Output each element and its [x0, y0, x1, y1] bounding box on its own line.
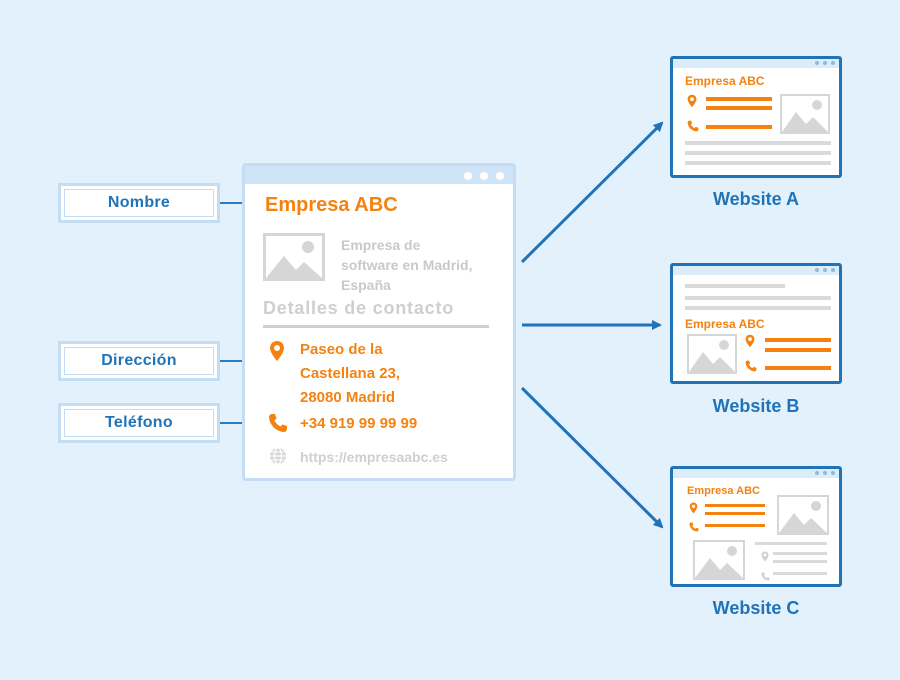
phone-icon [761, 568, 770, 584]
window-dot [815, 61, 819, 65]
label-telefono-text: Teléfono [105, 414, 173, 431]
globe-icon [269, 447, 287, 470]
window-dot [831, 268, 835, 272]
location-pin-icon [687, 94, 697, 113]
phone-icon [745, 359, 757, 377]
website-b-company: Empresa ABC [685, 317, 765, 331]
orange-line [765, 348, 831, 352]
website-c-card: Empresa ABC [670, 466, 842, 587]
window-dot [823, 61, 827, 65]
connector-telefono [220, 422, 250, 424]
website-b-label: Website B [712, 396, 800, 416]
window-dot [823, 471, 827, 475]
connector-nombre [220, 202, 250, 204]
gray-line [685, 296, 831, 300]
image-placeholder-icon [687, 334, 737, 374]
section-divider [263, 325, 489, 328]
gray-line [755, 542, 827, 545]
website-a-company: Empresa ABC [685, 74, 765, 88]
window-dot [480, 172, 488, 180]
location-pin-icon [689, 501, 698, 519]
phone-icon [689, 519, 699, 537]
label-telefono: Teléfono [58, 403, 220, 443]
orange-line [706, 97, 772, 101]
website-c-titlebar [673, 469, 839, 478]
location-pin-icon [761, 549, 769, 567]
gray-line [685, 161, 831, 165]
orange-line [705, 524, 765, 527]
phone-icon [687, 119, 699, 137]
business-listing-card: Empresa ABC Empresa de software en Madri… [242, 163, 516, 481]
window-dot [496, 172, 504, 180]
location-pin-icon [745, 334, 755, 353]
orange-line [765, 366, 831, 370]
phone-icon [268, 413, 288, 438]
address-line-1: Paseo de la [300, 341, 383, 358]
company-description: Empresa de software en Madrid, España [341, 237, 473, 293]
address-text: Paseo de la Castellana 23, 28080 Madrid [300, 338, 400, 410]
image-placeholder-icon [777, 495, 829, 535]
card-titlebar [245, 166, 513, 184]
image-placeholder-icon [693, 540, 745, 580]
gray-line [685, 141, 831, 145]
website-a-label: Website A [712, 189, 800, 209]
label-nombre-text: Nombre [107, 194, 171, 211]
address-line-2: Castellana 23, [300, 365, 401, 382]
label-direccion-text: Dirección [101, 352, 177, 369]
gray-line [685, 151, 831, 155]
gray-line [685, 284, 785, 288]
image-placeholder-icon [780, 94, 830, 134]
window-dot [831, 471, 835, 475]
orange-line [706, 106, 772, 110]
window-dot [815, 268, 819, 272]
website-a-titlebar [673, 59, 839, 68]
company-name: Empresa ABC [265, 194, 398, 216]
website-a-card: Empresa ABC [670, 56, 842, 178]
label-nombre: Nombre [58, 183, 220, 223]
website-url: https://empresaabc.es [300, 449, 448, 465]
orange-line [705, 504, 765, 507]
gray-line [773, 572, 827, 575]
contact-details-heading: Detalles de contacto [263, 298, 455, 318]
arrow-to-website-c [520, 386, 664, 529]
arrow-to-website-a [520, 121, 664, 264]
website-b-card: Empresa ABC [670, 263, 842, 384]
location-pin-icon [269, 340, 285, 367]
label-direccion: Dirección [58, 341, 220, 381]
website-b-titlebar [673, 266, 839, 275]
website-c-company: Empresa ABC [687, 485, 760, 497]
phone-number: +34 919 99 99 99 [300, 415, 418, 432]
window-dot [464, 172, 472, 180]
connector-direccion [220, 360, 250, 362]
address-line-3: 28080 Madrid [300, 389, 396, 406]
website-c-label: Website C [712, 598, 800, 618]
window-dot [831, 61, 835, 65]
window-dot [823, 268, 827, 272]
orange-line [706, 125, 772, 129]
window-dot [815, 471, 819, 475]
image-placeholder-icon [263, 233, 325, 281]
gray-line [685, 306, 831, 310]
gray-line [773, 560, 827, 563]
gray-line [773, 552, 827, 555]
orange-line [765, 338, 831, 342]
orange-line [705, 512, 765, 515]
